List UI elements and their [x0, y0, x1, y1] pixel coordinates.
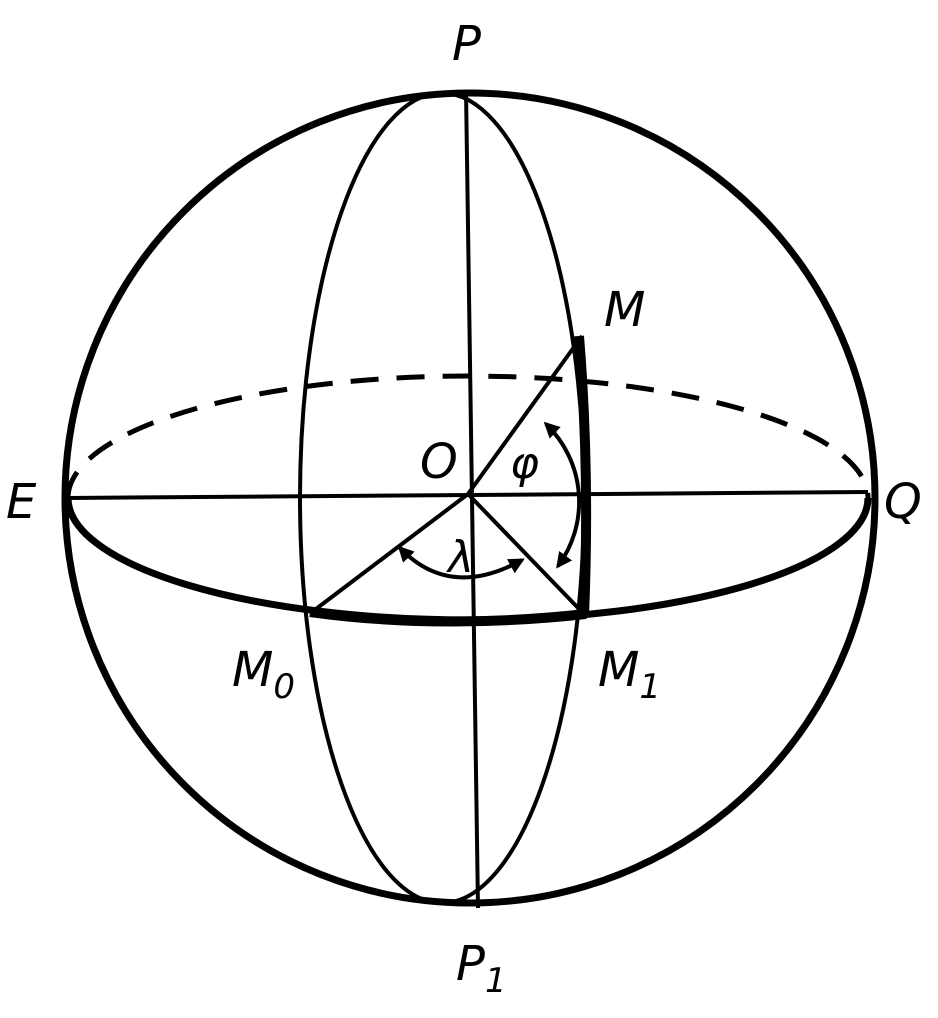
label-O: O — [420, 434, 458, 490]
meridian-arc-M-M1 — [574, 335, 592, 617]
label-M: M — [604, 282, 645, 338]
equator-back-dashed — [65, 373, 871, 499]
label-Q: Q — [884, 474, 922, 530]
label-longitude-lambda: λ — [446, 532, 474, 583]
label-M0: M0 — [232, 642, 295, 707]
radius-OM1 — [466, 492, 584, 614]
label-M1: M1 — [598, 642, 661, 707]
label-latitude-phi: φ — [510, 438, 539, 489]
radius-OM — [466, 334, 584, 496]
radius-OM0 — [310, 492, 470, 614]
longitude-angle-arc — [397, 545, 525, 580]
label-P: P — [452, 16, 481, 72]
equator-arc-M0-M1 — [309, 607, 587, 627]
label-P1: P1 — [456, 936, 507, 1001]
sphere-outline — [61, 89, 879, 907]
latitude-angle-arc — [543, 421, 582, 569]
label-E: E — [6, 474, 37, 530]
meridian-ellipse — [298, 91, 586, 905]
